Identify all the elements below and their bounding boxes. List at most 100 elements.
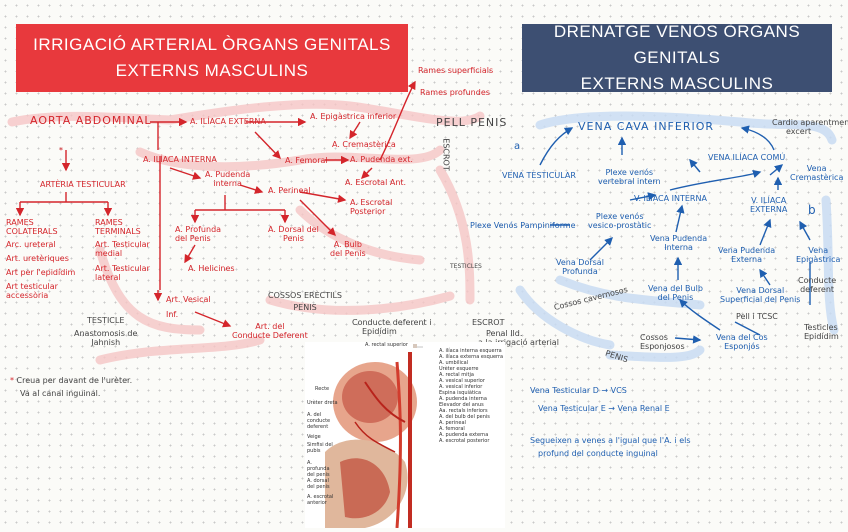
cond-def-line2: Epidídim <box>362 327 431 336</box>
v-dors-prof-line2: Profunda <box>556 267 604 276</box>
rames-profundes-label: Rames profundes <box>420 88 490 97</box>
v-bulb-line1: Vena del Bulb <box>648 284 703 293</box>
escrot2-label: ESCROT <box>472 318 559 327</box>
escrotal-ant-label: A. Escrotal Ant. <box>345 178 406 187</box>
vesical-label: Art. Vesical Inf. <box>166 295 211 319</box>
col-item: Art testicular accessòria <box>6 282 76 300</box>
note-b-line2: profund del conducte inguinal <box>538 449 691 458</box>
plexe-vert-line1: Plexe venós <box>598 168 661 177</box>
creua-line2: Va al canal inguinal. <box>20 389 132 398</box>
pell-penis-label: PELL PENIS <box>436 118 507 127</box>
penis-line: PENIS <box>268 303 342 312</box>
vena-crem-line2: Cremastèrica <box>790 173 843 182</box>
vena-crem-line1: Vena <box>790 164 843 173</box>
dorsal-label: A. Dorsal del Penis <box>268 225 319 243</box>
v-ilext-line1: V. ILÍACA <box>750 196 787 205</box>
profunda-label: A. Profunda del Penis <box>175 225 221 243</box>
escrot-vertical-label: ESCROT <box>442 138 451 170</box>
star-marker: * <box>59 146 63 155</box>
anat-left-label: A. escrotal anterior <box>307 494 335 506</box>
pudenda-ext-label: A. Pudenda ext. <box>350 155 413 164</box>
anast-line1: Anastomosis de <box>74 329 137 338</box>
cond-def-line1: Conducte deferent i <box>352 318 431 327</box>
v-pud-ext-line1: Vena Pudenda <box>718 246 775 255</box>
cossos-line: COSSOS ERÈCTILS <box>268 291 342 300</box>
bulb-label: A. Bulb del Penis <box>330 240 366 258</box>
creua-note: * Creua per davant de l'urèter. Va al ca… <box>10 376 132 398</box>
creua-line1: * Creua per davant de l'urèter. <box>10 376 132 385</box>
vesical-line2: Inf. <box>166 310 211 319</box>
anast-line2: Jahnish <box>74 338 137 347</box>
v-pudenda-ext-label: Vena Pudenda Externa <box>718 246 775 264</box>
anat-left-label: Simfisi del pubis <box>307 442 335 454</box>
v-cos-esp-label: Vena del Cos Esponjós <box>716 333 768 351</box>
pampiniforme-label: Plexe Venós Pampiniforme <box>470 221 576 230</box>
term-item: Art. Testicular lateral <box>95 264 160 282</box>
marker-a-circle: a <box>514 142 520 151</box>
v-bulb-line2: del Penis <box>648 293 703 302</box>
plexe-vertebral-label: Plexe venós vertebral intern <box>598 168 661 186</box>
pudenda-int-line1: A. Pudenda <box>205 170 250 179</box>
profunda-line1: A. Profunda <box>175 225 221 234</box>
iliaca-interna-label: A. ILÍACA INTERNA <box>143 155 217 164</box>
anat-left-label: A. dorsal del penis <box>307 478 335 490</box>
escrotal-post-label: A. Escrotal Posterior <box>350 198 392 216</box>
testicles-left-label: TESTICLES <box>450 262 482 271</box>
plexe-vert-line2: vertebral intern <box>598 177 661 186</box>
col-item: Art per l'epidídim <box>6 268 76 277</box>
dorsal-line1: A. Dorsal del <box>268 225 319 234</box>
prost-line2: vesico-prostàtic <box>588 221 651 230</box>
pudenda-int-label: A. Pudenda interna <box>205 170 250 188</box>
dorsal-line2: Penis <box>268 234 319 243</box>
bulb-line1: A. Bulb <box>330 240 366 249</box>
v-dors-prof-line1: Vena Dorsal <box>556 258 604 267</box>
bulb-line2: del Penis <box>330 249 366 258</box>
v-dors-sup-line1: Vena Dorsal <box>720 286 800 295</box>
anat-right-label: A. escrotal posterior <box>439 438 503 444</box>
v-ilext-line2: EXTERNA <box>750 205 787 214</box>
v-cos-esp-line2: Esponjós <box>716 342 768 351</box>
rames-term-line1: RAMES <box>95 218 160 227</box>
cardio-line1: Cardio aparentment <box>772 118 848 127</box>
testicular-label: ARTÈRIA TESTICULAR <box>40 180 126 189</box>
note-a-line2: Vena Testicular E → Vena Renal E <box>538 404 670 413</box>
anatomy-figure: A. rectal superior Recte Urèter dreta A.… <box>305 342 505 528</box>
marker-b-circle: b <box>808 206 816 215</box>
epigastrica-label: A. Epigàstrica inferior <box>310 112 396 121</box>
pell-tcsc-label: Pell i TCSC <box>736 312 778 321</box>
v-pudenda-int-label: Vena Pudenda Interna <box>650 234 707 252</box>
anat-left-label: A. del conducte deferent <box>307 412 335 430</box>
v-epig-label: Vena Epigàstrica <box>796 246 840 264</box>
cond-def-note: Conducte deferent <box>798 276 836 294</box>
cava-label: VENA CAVA INFERIOR <box>578 122 714 131</box>
conducte-deferent-block: Conducte deferent i Epidídim <box>352 318 431 336</box>
col-item: Art. uretèriques <box>6 254 76 263</box>
v-bulb-label: Vena del Bulb del Penis <box>648 284 703 302</box>
vena-testicular-label: VENA TESTICULAR <box>502 171 576 180</box>
anat-left-label: Urèter dreta <box>307 400 338 406</box>
cossos-esp-label: Cossos Esponjosos <box>640 333 684 351</box>
cremasterica-label: A. Cremastèrica <box>332 140 396 149</box>
v-dors-sup-line2: Superficial del Penis <box>720 295 800 304</box>
anat-left-label: A. profunda del penis <box>307 460 335 478</box>
v-epig-line1: Vena <box>796 246 840 255</box>
femoral-label: A. Femoral <box>285 156 328 165</box>
anat-top-label: A. rectal superior <box>365 342 408 348</box>
rames-col-line1: RAMES <box>6 218 76 227</box>
rames-terminals: RAMES TERMINALS Art. Testicular medial A… <box>95 218 160 282</box>
rames-term-line2: TERMINALS <box>95 227 160 236</box>
v-dorsal-prof-label: Vena Dorsal Profunda <box>556 258 604 276</box>
vesical-line1: Art. Vesical <box>166 295 211 304</box>
prost-label: Plexe venós vesico-prostàtic <box>588 212 651 230</box>
note-b: Segueixen a venes a l'igual que l'A. i e… <box>530 436 691 458</box>
testicles-epi-label: Testicles Epidídim <box>804 323 844 341</box>
cardio-line2: excert <box>786 127 848 136</box>
testicle-label: TESTICLE <box>74 316 137 325</box>
anat-left-label: Recte <box>315 386 329 392</box>
note-b-line1: Segueixen a venes a l'igual que l'A. i e… <box>530 436 691 445</box>
prost-line1: Plexe venós <box>588 212 651 221</box>
perineal-label: A. Perineal <box>268 186 311 195</box>
escrot2-note1: Penal Ild. <box>486 329 559 338</box>
cond-def-v-line1: Conducte <box>798 276 836 285</box>
note-a: Vena Testicular D → VCS Vena Testicular … <box>530 386 670 413</box>
